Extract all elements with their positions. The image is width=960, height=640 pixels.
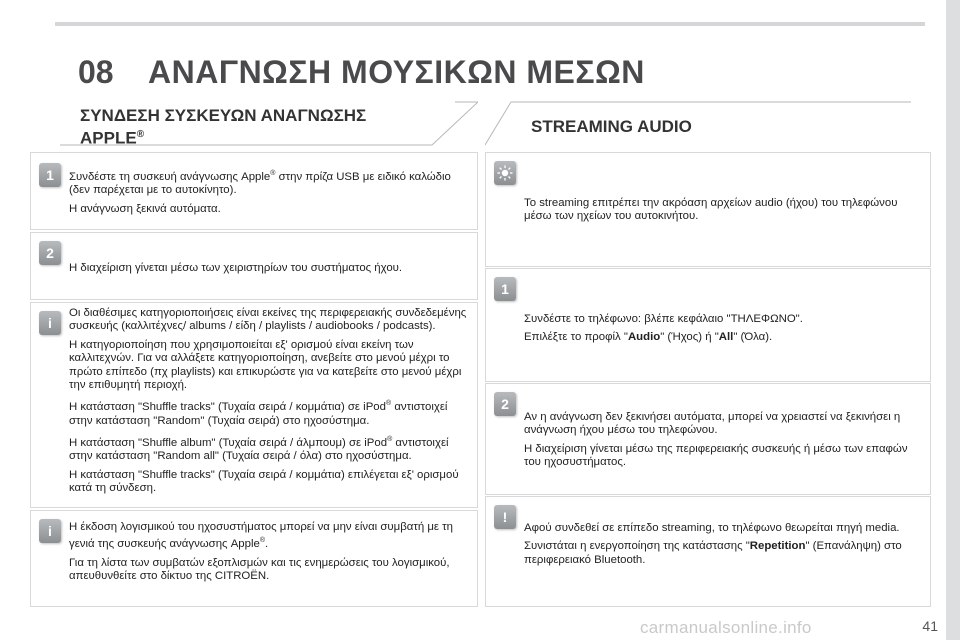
- text: στην πρίζα USB με ειδικό καλώδιο (δεν πα…: [69, 170, 451, 197]
- right-box-warning: ! Αφού συνδεθεί σε επίπεδο streaming, το…: [485, 496, 931, 607]
- right-box-4-text: Αφού συνδεθεί σε επίπεδο streaming, το τ…: [524, 522, 920, 572]
- text: Αφού συνδεθεί σε επίπεδο streaming, το τ…: [524, 522, 900, 534]
- info-badge: i: [39, 519, 61, 543]
- text-bold: Repetition: [749, 540, 806, 553]
- left-box-1-text: Συνδέστε τη συσκευή ανάγνωσης Apple® στη…: [69, 167, 469, 221]
- watermark: carmanualsonline.info: [640, 618, 812, 637]
- chapter-title: ΑΝΑΓΝΩΣΗ ΜΟΥΣΙΚΩΝ ΜΕΣΩΝ: [148, 54, 645, 90]
- text: Για τη λίστα των συμβατών εξοπλισμών και…: [69, 556, 450, 583]
- text: Η κατάσταση "Shuffle tracks" (Τυχαία σει…: [69, 401, 386, 414]
- right-section-title: STREAMING AUDIO: [531, 117, 692, 136]
- text: Αν η ανάγνωση δεν ξεκινήσει αυτόματα, μπ…: [524, 411, 901, 437]
- registered-mark: ®: [270, 170, 276, 177]
- text: Η ανάγνωση ξεκινά αυτόματα.: [69, 202, 221, 215]
- page-edge-tab: [946, 0, 960, 640]
- text: Συνιστάται η ενεργοποίηση της κατάστασης…: [524, 540, 750, 553]
- right-box-1-text: Το streaming επιτρέπει την ακρόαση αρχεί…: [524, 197, 920, 229]
- right-box-tip: Το streaming επιτρέπει την ακρόαση αρχεί…: [485, 152, 931, 267]
- registered-mark: ®: [385, 400, 392, 408]
- registered-mark: ®: [259, 537, 265, 545]
- text: Συνδέστε τη συσκευή ανάγνωσης Apple: [69, 170, 271, 183]
- text: Η διαχείριση γίνεται μέσω των χειριστηρί…: [69, 262, 403, 274]
- left-box-step-1: 1 Συνδέστε τη συσκευή ανάγνωσης Apple® σ…: [30, 152, 478, 230]
- step-1-badge: 1: [39, 163, 61, 187]
- text: Το streaming επιτρέπει την ακρόαση αρχεί…: [524, 197, 898, 223]
- text-bold: All: [718, 331, 734, 344]
- registered-mark: ®: [136, 129, 145, 140]
- right-box-2-text: Συνδέστε το τηλέφωνο: βλέπε κεφάλαιο "ΤΗ…: [524, 313, 920, 350]
- right-box-step-2: 2 Αν η ανάγνωση δεν ξεκινήσει αυτόματα, …: [485, 383, 931, 495]
- step-2-badge: 2: [494, 392, 516, 416]
- text: Η κατάσταση "Shuffle album" (Τυχαία σειρ…: [69, 436, 388, 449]
- left-title-line1: ΣΥΝΔΕΣΗ ΣΥΣΚΕΥΩΝ ΑΝΑΓΝΩΣΗΣ: [80, 106, 367, 125]
- step-1-badge: 1: [494, 277, 516, 301]
- section-header-frame: [485, 101, 911, 146]
- lightbulb-icon: [494, 161, 516, 185]
- lightbulb-icon-glyph: [497, 165, 513, 181]
- left-box-4-text: Η έκδοση λογισμικού του ηχοσυστήματος μπ…: [69, 521, 471, 588]
- right-section-header: [485, 100, 911, 146]
- left-section-header: [60, 100, 478, 146]
- text: Οι διαθέσιμες κατηγοριοποιήσεις είναι εκ…: [69, 307, 467, 333]
- left-box-2-text: Η διαχείριση γίνεται μέσω των χειριστηρί…: [69, 262, 469, 280]
- text: αντιστοιχεί στην κατάσταση "Random" (Τυχ…: [69, 401, 448, 427]
- text: Η κατάσταση "Shuffle tracks" (Τυχαία σει…: [69, 468, 459, 495]
- text: " (Ήχος) ή ": [660, 331, 719, 344]
- text: Η έκδοση λογισμικού του ηχοσυστήματος μπ…: [69, 521, 453, 551]
- text: Η διαχείριση γίνεται μέσω της περιφερεια…: [524, 442, 908, 469]
- text: αντιστοιχεί στην κατάσταση "Random all" …: [69, 436, 449, 463]
- warning-icon: !: [494, 505, 516, 529]
- text: .: [265, 538, 269, 551]
- right-box-step-1: 1 Συνδέστε το τηλέφωνο: βλέπε κεφάλαιο "…: [485, 268, 931, 382]
- page-number: 41: [922, 618, 938, 634]
- text: Συνδέστε το τηλέφωνο: βλέπε κεφάλαιο "ΤΗ…: [524, 313, 803, 325]
- text: " (Όλα).: [733, 331, 773, 344]
- info-badge: i: [39, 311, 61, 335]
- text: Η κατηγοριοποίηση που χρησιμοποιείται εξ…: [69, 338, 462, 392]
- top-rule: [55, 22, 925, 26]
- left-section-title: ΣΥΝΔΕΣΗ ΣΥΣΚΕΥΩΝ ΑΝΑΓΝΩΣΗΣ APPLE®: [80, 106, 366, 148]
- left-title-line2: APPLE: [80, 128, 137, 148]
- left-box-step-2: 2 Η διαχείριση γίνεται μέσω των χειριστη…: [30, 232, 478, 300]
- left-box-info-2: i Η έκδοση λογισμικού του ηχοσυστήματος …: [30, 510, 478, 607]
- right-box-3-text: Αν η ανάγνωση δεν ξεκινήσει αυτόματα, μπ…: [524, 411, 920, 475]
- left-box-info-1: i Οι διαθέσιμες κατηγοριοποιήσεις είναι …: [30, 302, 478, 508]
- text-bold: Audio: [627, 331, 661, 344]
- text: " (Επανάληψη) στο περιφερειακό Bluetooth…: [524, 540, 902, 566]
- chapter-number: 08: [78, 54, 114, 90]
- left-box-3-text: Οι διαθέσιμες κατηγοριοποιήσεις είναι εκ…: [69, 307, 471, 500]
- section-header-frame: [60, 101, 478, 146]
- step-2-badge: 2: [39, 241, 61, 265]
- text: Επιλέξτε το προφίλ ": [524, 331, 628, 344]
- registered-mark: ®: [387, 436, 393, 444]
